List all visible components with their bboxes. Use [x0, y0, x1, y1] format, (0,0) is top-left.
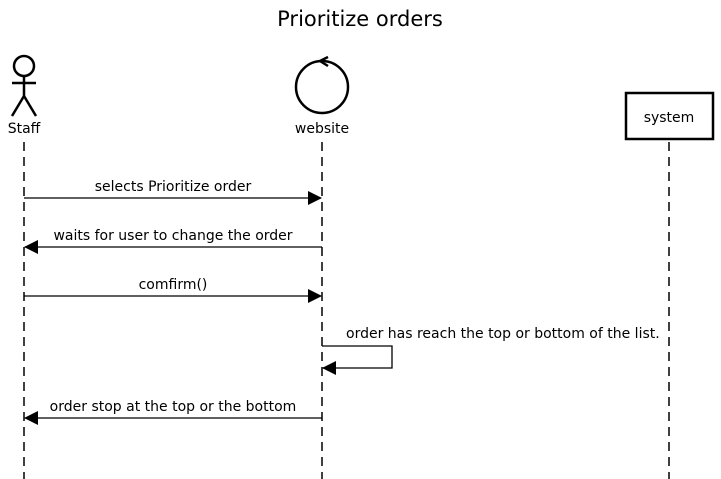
participant-label-website: website — [295, 121, 349, 137]
message-label-select-prioritize: selects Prioritize order — [95, 179, 252, 195]
system-box — [624, 91, 715, 141]
diagram-title: Prioritize orders — [277, 7, 443, 31]
staff-actor-icon — [10, 54, 38, 117]
message-label-self-reach-end: order has reach the top or bottom of the… — [346, 326, 660, 342]
message-arrow-self-reach-end — [322, 345, 393, 375]
message-label-order-stop: order stop at the top or the bottom — [50, 399, 297, 415]
website-control-icon — [294, 55, 350, 115]
participant-label-system: system — [644, 110, 695, 126]
participant-label-staff: Staff — [8, 121, 41, 137]
message-label-confirm: comfirm() — [139, 277, 208, 293]
message-label-wait-change: waits for user to change the order — [53, 228, 292, 244]
